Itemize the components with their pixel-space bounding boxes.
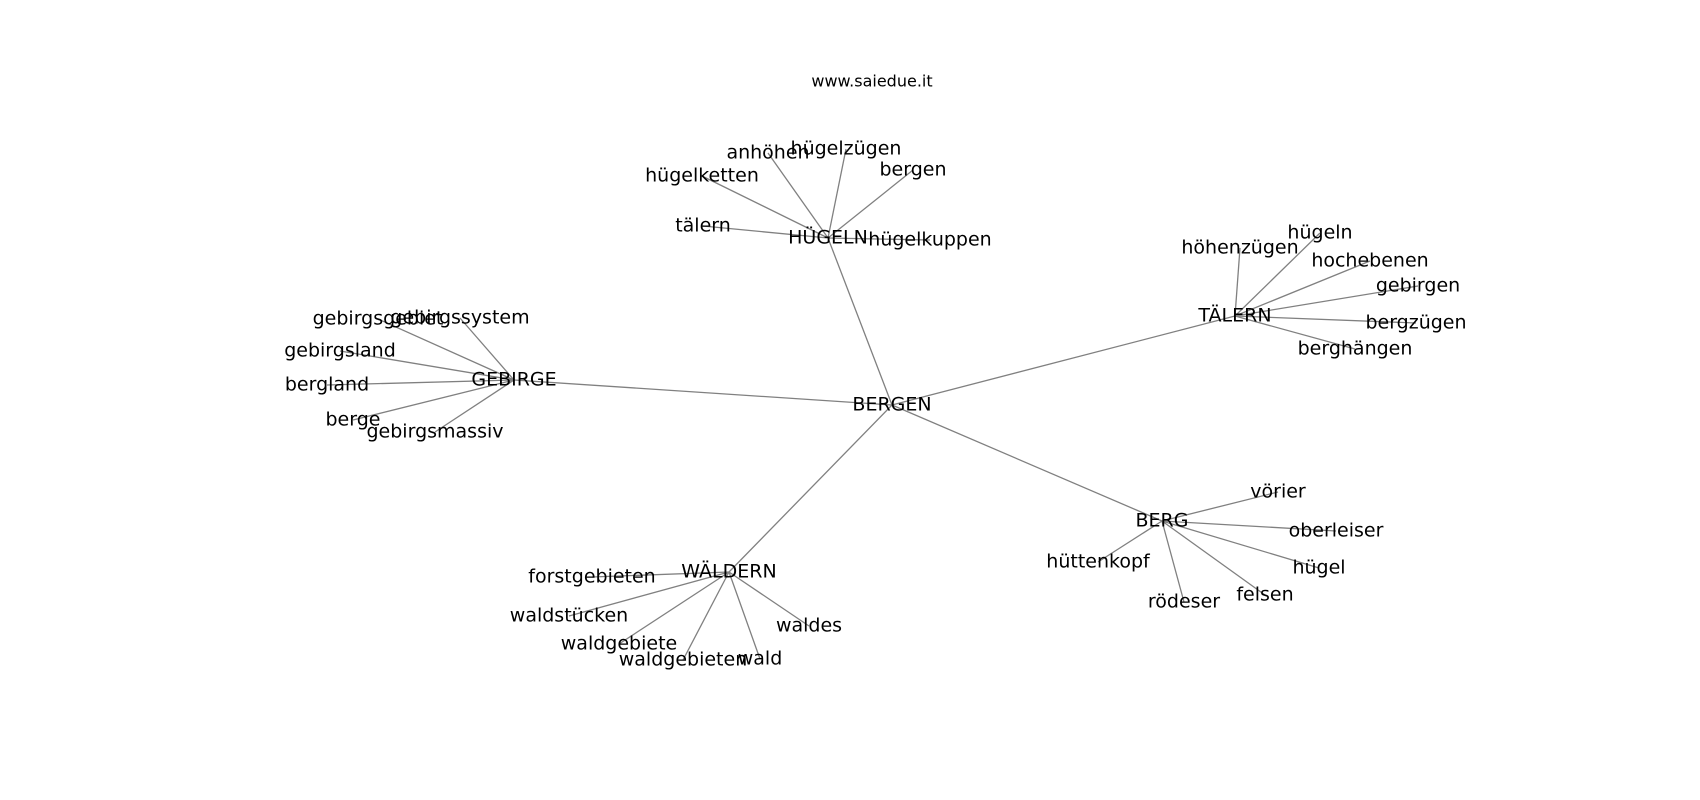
edge-waldern-waldstucken [568,571,730,617]
node-gebirge: GEBIRGE [471,369,556,391]
node-felsen: felsen [1236,584,1293,606]
node-gebirgssystem: gebirgssystem [390,307,529,329]
edges [326,148,1419,661]
node-berghangen: berghängen [1298,338,1413,360]
edge-talern-hugeln [1234,232,1321,317]
edge-talern-gebirgen [1234,285,1419,317]
edge-berg-oberleiser [1161,520,1337,532]
node-hugeln: HÜGELN [788,226,868,249]
edge-hugeln-anhohen [767,152,829,239]
node-berg: BERG [1136,510,1189,532]
edge-hugeln-hugelkuppen [827,237,931,241]
edge-berg-hugel [1161,520,1320,569]
watermark: www.saiedue.it [811,72,932,91]
node-waldes: waldes [776,615,842,637]
node-gebirgsmassiv: gebirgsmassiv [367,421,504,443]
node-gebirgsland: gebirgsland [284,340,396,362]
node-huttenkopf: hüttenkopf [1046,551,1151,573]
node-bergen: BERGEN [852,394,931,416]
edge-root-talern [891,315,1236,406]
node-waldern: WÄLDERN [681,560,776,583]
node-hugelkuppen: hügelkuppen [868,229,991,251]
edge-hugeln-bergen [827,169,914,239]
node-bergen: bergen [879,159,946,181]
edge-hugeln-hugelzugen [827,148,847,239]
node-vorier: vörier [1250,481,1306,503]
edge-berg-huttenkopf [1097,520,1163,563]
edge-waldern-waldgebieten [682,571,730,661]
node-hugeln: hügeln [1287,222,1352,244]
node-gebirgen: gebirgen [1376,275,1460,297]
node-talern: tälern [675,215,731,237]
edge-talern-bergzugen [1234,315,1417,324]
node-bergland: bergland [285,374,369,396]
edge-hugeln-talern [702,225,829,239]
edge-hugeln-hugelketten [701,175,829,239]
edge-gebirge-bergland [326,379,515,386]
node-talern: TÄLERN [1197,304,1271,327]
node-oberleiser: oberleiser [1289,520,1384,542]
node-anhohen: anhöhen [726,142,809,164]
node-forstgebieten: forstgebieten [528,566,655,588]
edge-root-hugeln [827,237,893,406]
edge-root-waldern [728,404,893,573]
node-hugel: hügel [1292,557,1345,579]
node-labels: BERGENHÜGELNtälernhügelkettenanhöhenhüge… [284,138,1466,671]
node-wald: wald [738,648,783,670]
node-hohenzugen: höhenzügen [1181,237,1298,259]
node-waldgebiete: waldgebiete [561,633,677,655]
edge-waldern-waldes [728,571,810,627]
node-gebirgsgebiet: gebirgsgebiet [313,308,444,330]
edge-gebirge-gebirgsland [339,350,515,381]
edge-berg-felsen [1161,520,1266,596]
edge-waldern-waldgebiete [618,571,730,645]
edge-talern-berghangen [1234,315,1356,350]
node-hochebenen: hochebenen [1311,250,1428,272]
edge-root-gebirge [513,379,893,406]
edge-berg-vorier [1161,491,1279,522]
edge-waldern-forstgebieten [591,571,730,578]
edge-berg-rodeser [1161,520,1185,603]
edge-gebirge-berge [352,379,515,421]
node-hugelzugen: hügelzügen [791,138,902,160]
node-rodeser: rödeser [1148,591,1220,613]
edge-gebirge-gebirgssystem [459,317,515,381]
node-bergzugen: bergzügen [1365,312,1466,334]
edge-talern-hohenzugen [1234,247,1241,317]
edge-root-berg [891,404,1163,522]
node-waldgebieten: waldgebieten [619,649,747,671]
edge-waldern-wald [728,571,761,660]
edge-gebirge-gebirgsgebiet [377,318,515,381]
node-hugelketten: hügelketten [645,165,759,187]
edge-gebirge-gebirgsmassiv [434,379,515,433]
node-berge: berge [326,409,381,431]
node-waldstucken: waldstücken [510,605,628,627]
edge-talern-hochebenen [1234,260,1371,317]
